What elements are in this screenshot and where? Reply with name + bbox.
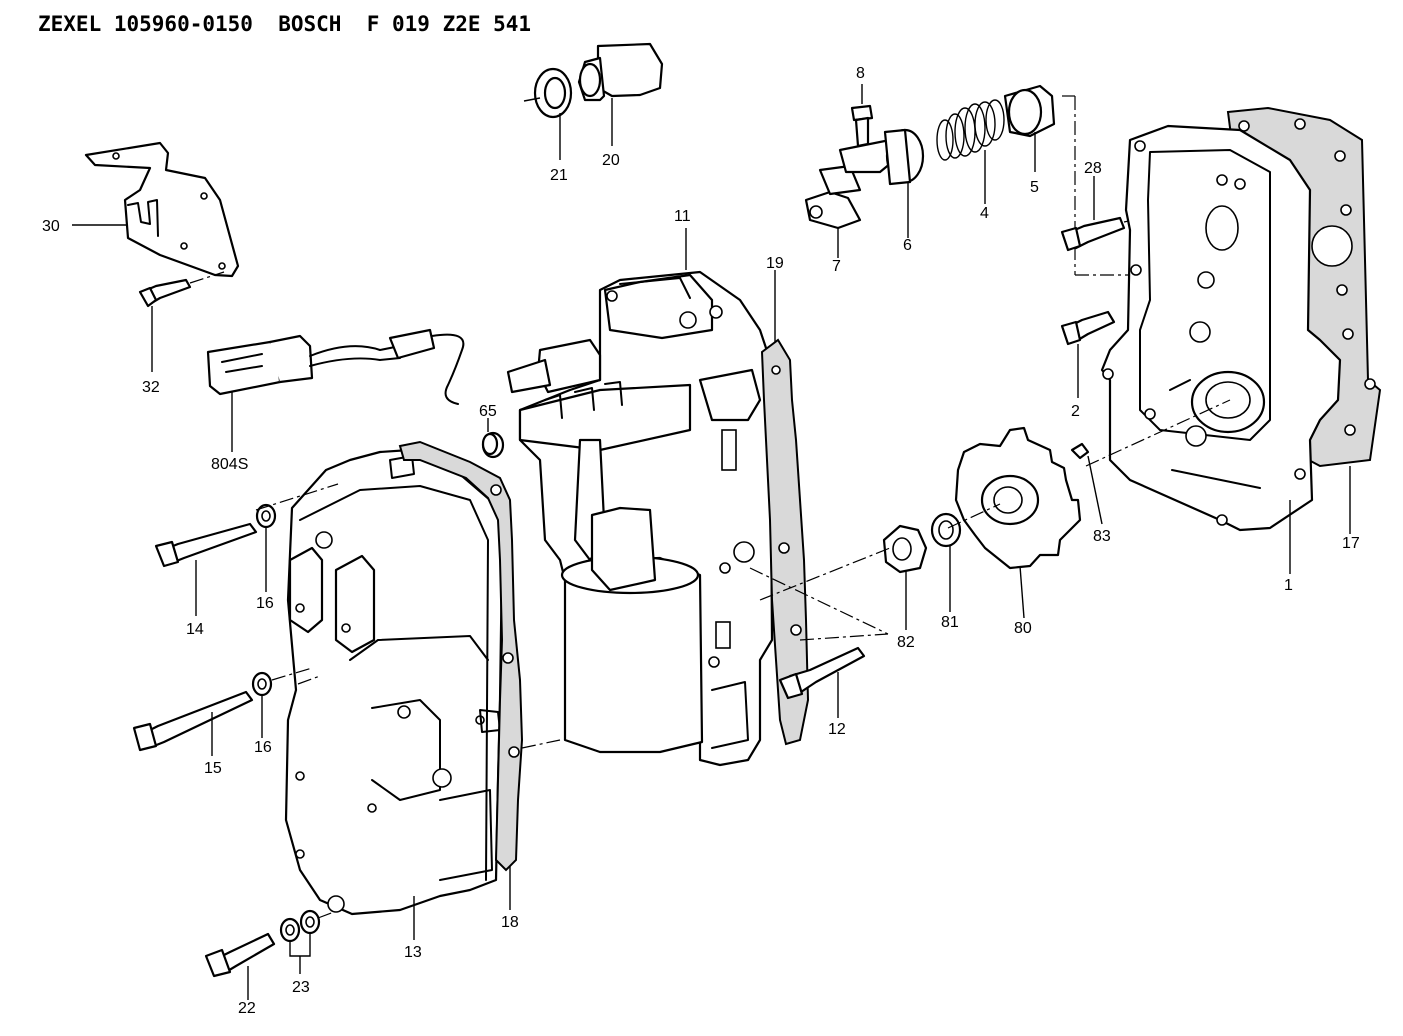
callout-21: 21 — [550, 167, 568, 184]
callout-2: 2 — [1071, 403, 1080, 420]
part-81-washer — [930, 512, 962, 548]
callout-83: 83 — [1093, 528, 1111, 545]
part-28-bolt — [1060, 216, 1126, 252]
part-14-bolt — [154, 522, 258, 568]
part-11-actuator-body — [506, 270, 774, 767]
part-7-link-bracket — [804, 138, 904, 230]
callout-5: 5 — [1030, 179, 1039, 196]
part-82-nut — [882, 524, 928, 574]
callout-19: 19 — [766, 255, 784, 272]
callout-14: 14 — [186, 621, 204, 638]
part-12-bolt — [778, 646, 866, 700]
callout-23: 23 — [292, 979, 310, 996]
part-32-bolt — [138, 278, 192, 308]
part-1-housing — [1100, 124, 1342, 532]
callout-6: 6 — [903, 237, 912, 254]
part-22-bolt — [204, 932, 276, 978]
part-8-screw — [850, 104, 874, 148]
part-2-bolt — [1060, 310, 1116, 346]
callout-28: 28 — [1084, 160, 1102, 177]
callout-1: 1 — [1284, 577, 1293, 594]
callout-804s: 804S — [211, 456, 248, 473]
callout-32: 32 — [142, 379, 160, 396]
callout-16-upper: 16 — [256, 595, 274, 612]
callout-labels: 8 21 20 5 4 6 7 28 30 32 11 19 804S 65 2… — [42, 65, 1360, 1017]
part-83-key — [1070, 442, 1090, 460]
part-30-bracket — [84, 141, 240, 278]
part-65-collar — [481, 431, 505, 459]
part-6-lever — [883, 128, 925, 186]
part-16-washer-upper — [255, 503, 277, 529]
part-80-rotor — [954, 426, 1082, 570]
diagram-title: ZEXEL 105960-0150 BOSCH F 019 Z2E 541 — [38, 12, 532, 36]
callout-15: 15 — [204, 760, 222, 777]
part-4-spring — [936, 99, 1005, 161]
callout-65: 65 — [479, 403, 497, 420]
part-13-cover — [284, 448, 504, 916]
callout-80: 80 — [1014, 620, 1032, 637]
part-21-washer — [533, 67, 573, 119]
part-804s-connector — [206, 328, 465, 405]
callout-81: 81 — [941, 614, 959, 631]
callout-30: 30 — [42, 218, 60, 235]
callout-7: 7 — [832, 258, 841, 275]
callout-18: 18 — [501, 914, 519, 931]
callout-16-lower: 16 — [254, 739, 272, 756]
part-16-washer-lower — [251, 671, 273, 697]
callout-11: 11 — [674, 208, 691, 225]
callout-13: 13 — [404, 944, 422, 961]
callout-20: 20 — [602, 152, 620, 169]
callout-17: 17 — [1342, 535, 1360, 552]
callout-82: 82 — [897, 634, 915, 651]
part-5-spring-cap — [1003, 84, 1056, 138]
part-19-gasket — [760, 338, 810, 746]
part-15-bolt — [132, 690, 254, 752]
part-20-plug — [577, 42, 664, 102]
callout-12: 12 — [828, 721, 846, 738]
callout-8: 8 — [856, 65, 865, 82]
callout-22: 22 — [238, 1000, 256, 1017]
part-23-washers — [279, 909, 321, 943]
callout-4: 4 — [980, 205, 989, 222]
part-18-gasket — [398, 440, 524, 872]
